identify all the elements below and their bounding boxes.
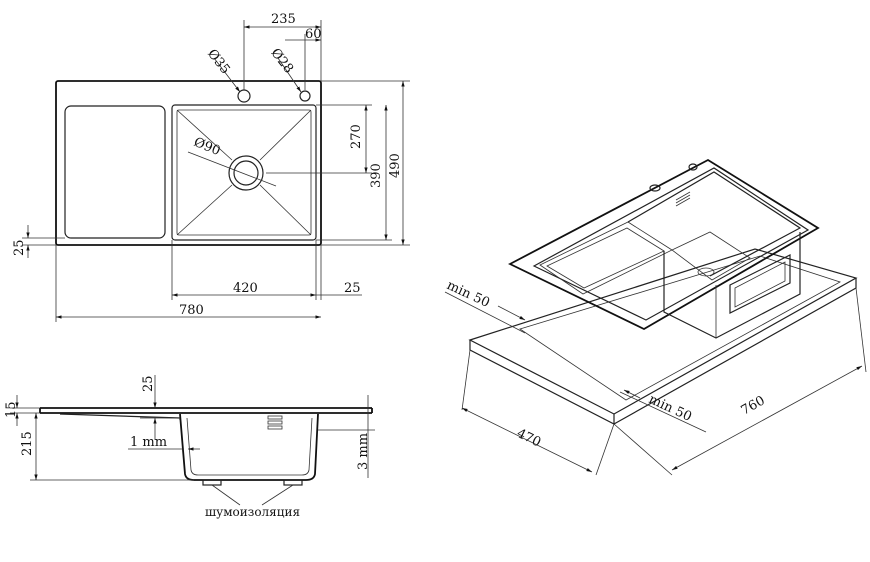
side-bowl <box>179 413 319 481</box>
dim-270: 270 <box>349 124 364 149</box>
bowl-outer <box>171 104 317 241</box>
dim-15: 15 <box>4 401 19 418</box>
dim-min50-right: min 50 <box>646 392 694 425</box>
tap-hole-28 <box>299 90 311 102</box>
side-deck <box>39 407 373 414</box>
label-insulation: шумоизоляция <box>205 505 300 519</box>
side-view: 15 215 25 1 mm 3 mm шумоизоляция <box>4 375 375 519</box>
dim-215: 215 <box>20 431 35 456</box>
dim-470: 470 <box>514 426 543 450</box>
dim-3mm: 3 mm <box>356 433 371 470</box>
dim-760: 760 <box>739 393 768 418</box>
dim-420: 420 <box>233 281 258 296</box>
dim-25-left: 25 <box>12 239 27 256</box>
countertop-top <box>468 248 858 415</box>
dim-490: 490 <box>388 153 403 178</box>
dim-780: 780 <box>179 303 204 318</box>
dim-390: 390 <box>369 163 384 188</box>
sink-outline <box>55 80 322 246</box>
drain-inner <box>233 160 259 186</box>
dim-235: 235 <box>271 12 296 27</box>
dim-25-side: 25 <box>141 375 156 392</box>
drain-outer <box>228 155 264 191</box>
dim-min50-left: min 50 <box>444 278 492 311</box>
dim-1mm: 1 mm <box>130 435 167 450</box>
iso-deck <box>508 158 820 331</box>
iso-view: min 50 min 50 470 760 <box>444 158 867 476</box>
dim-25-right: 25 <box>344 281 361 296</box>
drainboard <box>64 105 166 239</box>
bowl-inner <box>176 109 312 236</box>
dim-d28: Ø28 <box>267 46 296 77</box>
dim-60: 60 <box>305 27 322 42</box>
top-view: Ø35 Ø28 Ø90 235 60 270 390 490 <box>12 12 410 322</box>
dim-d35: Ø35 <box>204 47 233 78</box>
